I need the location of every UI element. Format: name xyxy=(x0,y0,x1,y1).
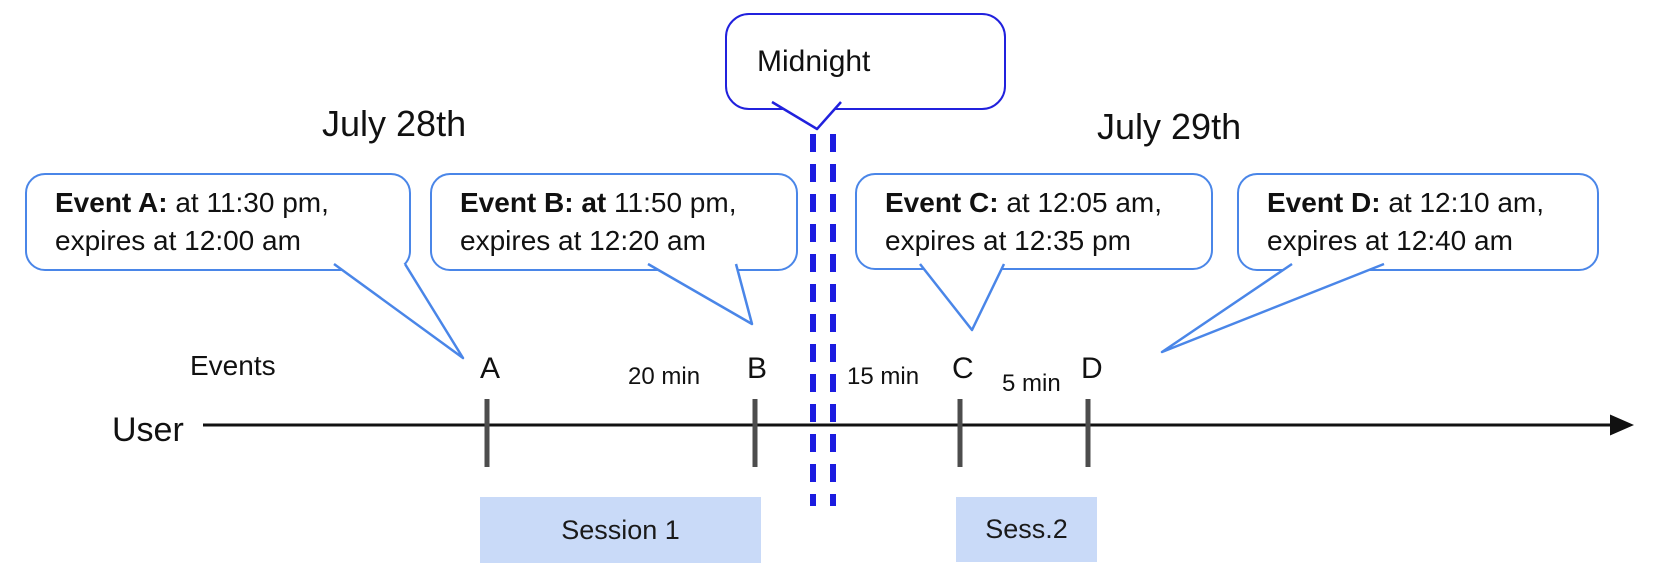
event-d-line1: Event D: at 12:10 am, xyxy=(1267,184,1589,222)
tick-label-d: D xyxy=(1081,352,1103,385)
event-b-callout-tail xyxy=(647,262,754,326)
event-c-time: at 12:05 am, xyxy=(998,187,1163,218)
timeline-arrowhead-icon xyxy=(1610,414,1634,436)
event-c-callout: Event C: at 12:05 am, expires at 12:35 p… xyxy=(855,173,1213,270)
events-axis-label: Events xyxy=(190,350,276,381)
event-d-callout-tail xyxy=(1160,262,1385,354)
event-a-line2: expires at 12:00 am xyxy=(55,225,301,256)
event-d-callout: Event D: at 12:10 am, expires at 12:40 a… xyxy=(1237,173,1599,271)
event-b-callout: Event B: at 11:50 pm, expires at 12:20 a… xyxy=(430,173,798,271)
event-a-time: at 11:30 pm, xyxy=(167,187,329,218)
event-d-line2: expires at 12:40 am xyxy=(1267,225,1513,256)
event-a-callout: Event A: at 11:30 pm, expires at 12:00 a… xyxy=(25,173,411,271)
event-c-callout-tail xyxy=(919,263,1006,332)
tick-label-c: C xyxy=(952,352,974,385)
tick-label-b: B xyxy=(747,352,768,385)
midnight-callout: Midnight xyxy=(725,13,1006,110)
event-b-title: Event B: at xyxy=(460,187,607,218)
tick-label-a: A xyxy=(480,352,501,385)
event-b-line2: expires at 12:20 am xyxy=(460,225,706,256)
event-d-title: Event D: xyxy=(1267,187,1381,218)
event-d-time: at 12:10 am, xyxy=(1380,187,1545,218)
event-b-time: 11:50 pm, xyxy=(606,187,737,218)
event-a-title: Event A: xyxy=(55,187,168,218)
event-b-line1: Event B: at 11:50 pm, xyxy=(460,184,788,222)
midnight-label: Midnight xyxy=(757,44,871,78)
gap-label-5-min: 5 min xyxy=(1002,370,1061,397)
event-a-callout-tail xyxy=(333,262,465,360)
date-july-29: July 29th xyxy=(1097,106,1242,147)
gap-label-15-min: 15 min xyxy=(847,363,920,390)
user-axis-label: User xyxy=(112,411,184,449)
event-c-line2: expires at 12:35 pm xyxy=(885,225,1131,256)
event-a-line1: Event A: at 11:30 pm, xyxy=(55,184,401,222)
event-c-title: Event C: xyxy=(885,187,999,218)
event-c-line1: Event C: at 12:05 am, xyxy=(885,184,1203,222)
session-1-box: Session 1 xyxy=(480,497,761,563)
gap-label-20-min: 20 min xyxy=(628,363,701,390)
date-july-28: July 28th xyxy=(322,103,467,144)
session-2-box: Sess.2 xyxy=(956,497,1097,562)
